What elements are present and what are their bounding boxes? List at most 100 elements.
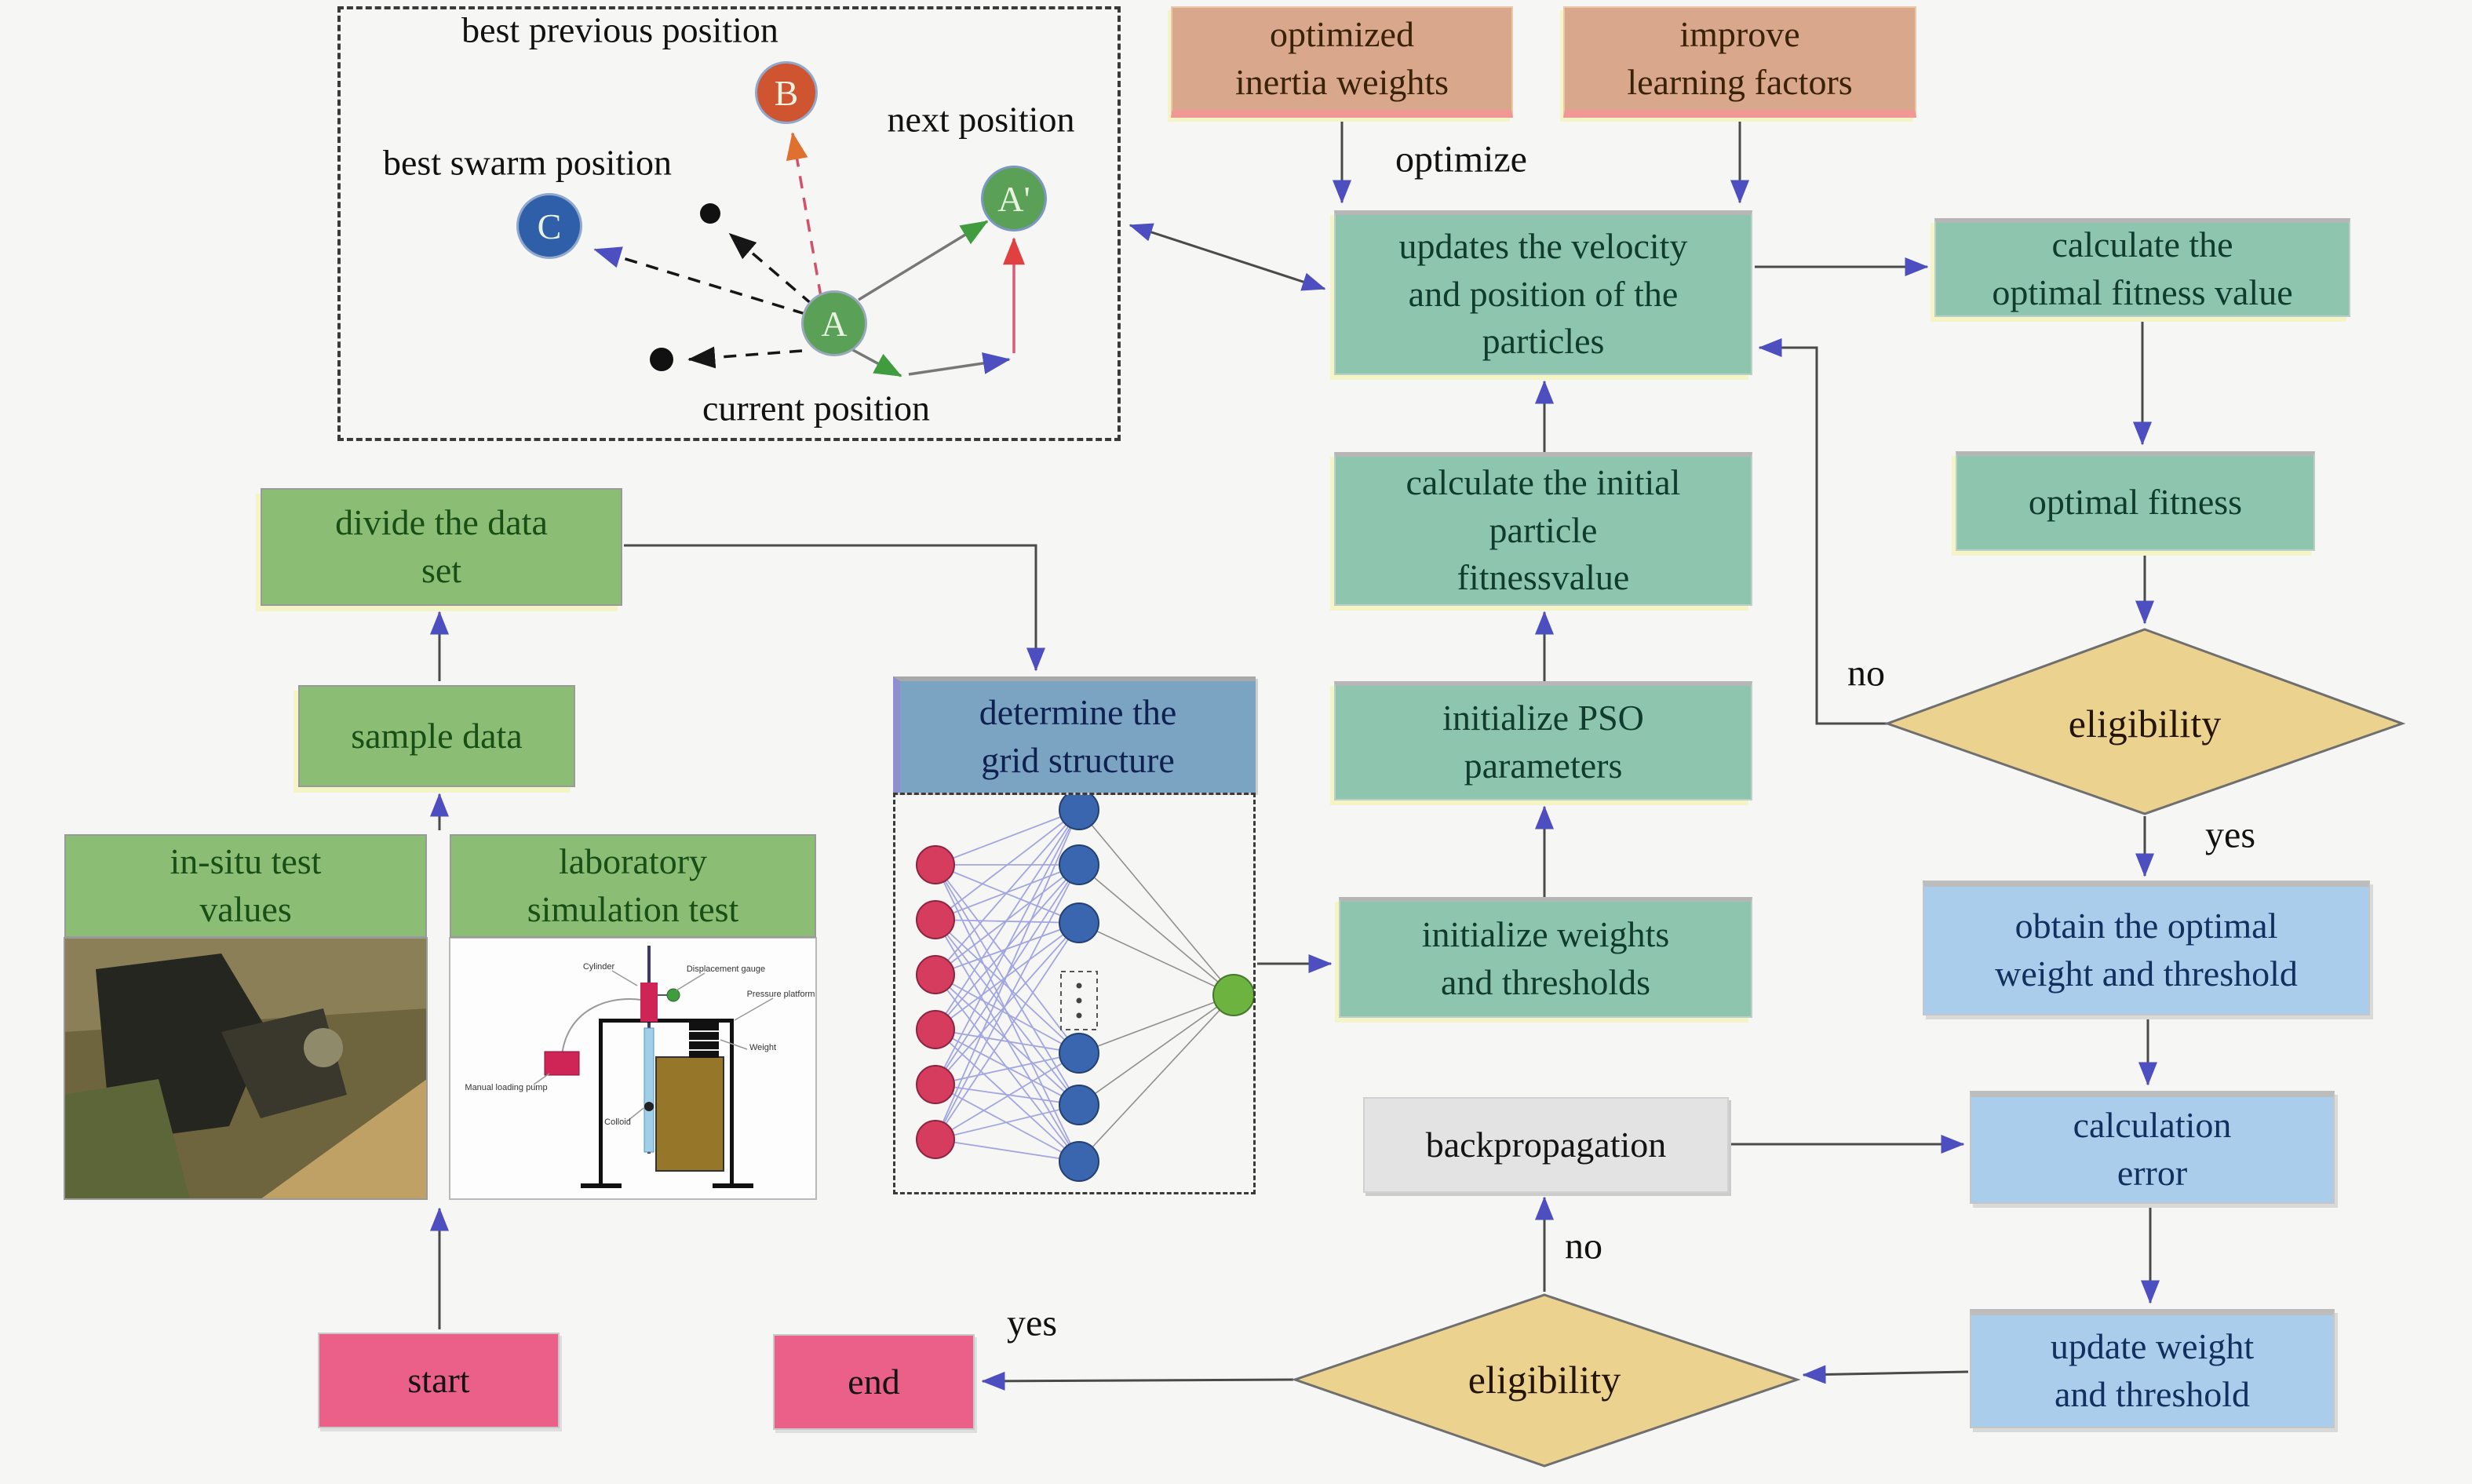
box-text-line: simulation test [527,889,739,929]
box-text-line: initialize weights [1421,914,1670,955]
box-text-line: weight and threshold [1995,953,2298,994]
box-text-line: backpropagation [1425,1124,1667,1165]
particle-a: A [801,290,867,356]
particle-b: B [755,61,818,124]
arrow-divide-determine [624,544,1045,672]
box-text-line: determine the [979,692,1177,733]
label-optimize: optimize [1395,138,1527,180]
eligibility-top-label: eligibility [2068,702,2222,746]
start-box: start [318,1333,560,1428]
divide-data-set-box: divide the data set [261,488,622,606]
schem-label-manual-loading-pump: Manual loading pump [465,1083,548,1092]
arrow-inset-updates [1128,223,1326,291]
schem-label-pressure-platform: Pressure platform [746,990,815,999]
box-text-line: inertia weights [1234,62,1449,102]
updates-velocity-box: updates the velocity and position of the… [1334,210,1752,375]
nn-hidden-nodes [1059,789,1099,1182]
label-yes-top: yes [2205,814,2255,856]
schem-label-colloid: Colloid [604,1118,631,1127]
label-yes-bottom: yes [1007,1302,1057,1344]
arrow-a-to-dot1 [728,232,814,306]
eligibility-diamond-top [1883,628,2406,815]
box-text-line: obtain the optimal [2014,906,2278,946]
box-text-line: calculation [2073,1105,2232,1146]
arrow-a-to-b [786,132,822,297]
initialize-pso-parameters-box: initialize PSO parameters [1334,681,1752,800]
arrow-a-velocity [851,348,902,377]
box-text-line: start [407,1359,470,1400]
box-text-line: update weight [2050,1326,2255,1367]
nn-input-nodes [916,845,955,1159]
main-connectors [430,119,2160,1391]
particle-c: C [516,193,582,259]
box-text-line: and position of the [1408,273,1679,314]
schem-label-displacement-gauge: Displacement gauge [686,964,766,974]
update-weight-threshold-box: update weight and threshold [1970,1309,2335,1428]
box-text-line: initialize PSO [1442,698,1644,738]
box-text-line: particle [1489,509,1598,550]
box-text-line: fitnessvalue [1457,557,1630,598]
neural-network-drawing [916,789,1255,1182]
initialize-weights-thresholds-box: initialize weights and thresholds [1339,897,1752,1018]
arrow-a-to-c [593,246,806,315]
box-text-line: calculate the initial [1406,461,1681,502]
box-text-line: divide the data [335,502,548,543]
box-text-line: set [421,550,462,590]
box-text-line: grid structure [981,740,1175,780]
pso-inset-frame [337,6,1121,441]
improve-learning-factors-box: improve learning factors [1563,6,1916,118]
label-no-top: no [1847,652,1885,695]
label-best-swarm-position: best swarm position [383,142,672,183]
obtain-optimal-weight-box: obtain the optimal weight and threshold [1923,881,2370,1015]
eligibility-bottom-label: eligibility [1468,1358,1621,1402]
laboratory-simulation-test-box: laboratory simulation test [450,834,816,938]
calculation-error-box: calculation error [1970,1091,2335,1204]
box-text-line: optimal fitness [2028,482,2243,523]
label-current-position: current position [702,388,930,428]
nn-frame [893,793,1256,1194]
initial-particle-fitness-box: calculate the initial particle fitnessva… [1334,452,1752,606]
eligibility-diamond-bottom [1291,1293,1801,1468]
sample-data-box: sample data [298,685,575,787]
calculate-optimal-fitness-box: calculate the optimal fitness value [1934,218,2350,317]
box-text-line: calculate the [2051,224,2233,265]
particle-a-next: A' [981,166,1047,232]
lab-schematic-drawing [449,937,817,1200]
box-text-line: laboratory [558,841,708,882]
pso-inset-arrows [593,132,1025,377]
arrow-a-to-dot2 [687,346,803,369]
particle-dot-1 [700,203,720,224]
optimized-inertia-weights-box: optimized inertia weights [1171,6,1513,118]
box-text-line: in-situ test [170,841,322,882]
box-text-line: and threshold [2054,1374,2251,1414]
label-no-bottom: no [1565,1225,1602,1267]
box-text-line: optimal fitness value [1992,272,2293,312]
box-text-line: end [848,1361,900,1402]
box-text-line: and thresholds [1440,962,1650,1002]
arrow-no-feedback [1758,338,1887,725]
label-best-previous-position: best previous position [461,9,778,50]
arrow-velocity-comp [908,352,1011,376]
nn-ellipsis-box [1060,971,1098,1030]
schem-label-weight: Weight [749,1043,777,1052]
backpropagation-box: backpropagation [1363,1097,1729,1193]
determine-grid-structure-box: determine the grid structure [893,676,1256,793]
box-text-line: error [2117,1153,2188,1193]
box-text-line: values [199,889,292,929]
arrow-diamond-end [981,1371,1294,1391]
arrow-a-to-anext [858,220,989,301]
label-next-position: next position [887,99,1075,140]
box-text-line: sample data [351,715,523,756]
optimal-fitness-box: optimal fitness [1956,451,2315,551]
particle-dot-2 [650,348,673,371]
insitu-test-values-box: in-situ test values [64,834,427,938]
box-text-line: optimized [1270,14,1414,55]
arrow-update-diamond [1802,1365,1969,1384]
box-text-line: particles [1482,321,1605,362]
schem-label-cylinder: Cylinder [582,962,615,972]
box-text-line: parameters [1464,746,1623,786]
box-text-line: updates the velocity [1398,225,1688,266]
end-box: end [773,1334,975,1430]
